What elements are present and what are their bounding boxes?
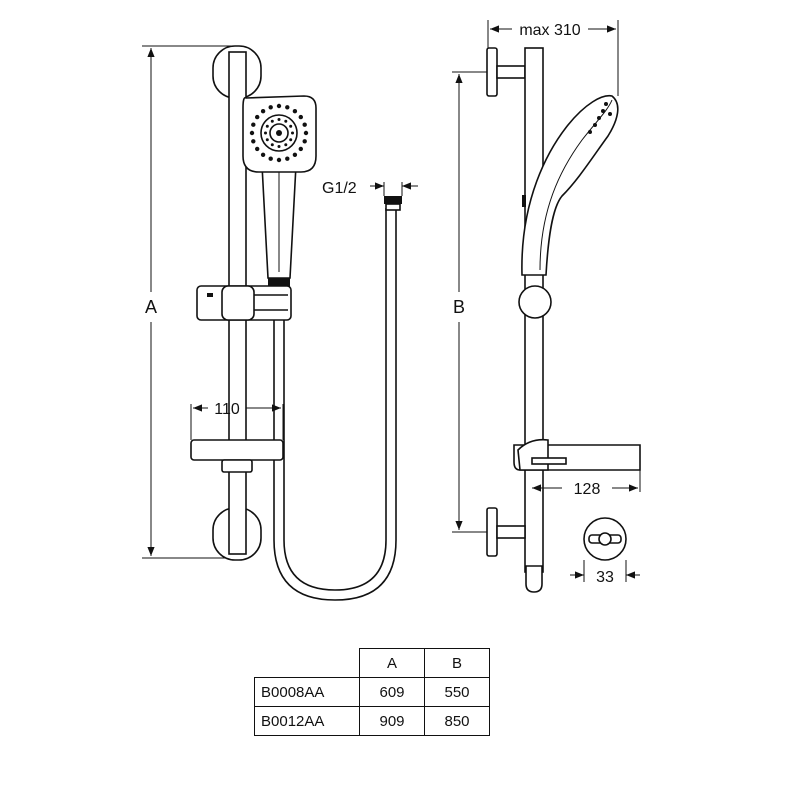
value-b-cell: 850 [424,706,490,736]
column-header-b: B [424,648,490,678]
front-view: A [142,45,418,601]
hand-shower [242,95,317,288]
nozzle-dot [303,130,309,136]
table-header-row: A B [254,648,490,678]
soap-shelf: 110 [190,401,284,473]
dimension-a-label: A [145,297,157,317]
slide-holder-knob [518,285,552,319]
nozzle-dot [265,124,269,128]
table-row: B0012AA 909 850 [254,706,490,736]
bottom-wall-bracket-side [486,507,526,557]
nozzle-dot [289,138,293,142]
dimension-table: A B B0008AA 609 550 B0012AA 909 850 [254,648,490,736]
nozzle-dot [251,122,256,127]
nozzle-dot [302,139,307,144]
nozzle-dot [285,156,290,161]
nozzle-dot [265,138,269,142]
nozzle-dot [255,114,260,120]
nozzle-dot [292,152,298,157]
value-a-cell: 609 [359,677,425,707]
hose-outlet [525,565,543,593]
column-header-a: A [359,648,425,678]
table-corner-cell [254,648,360,678]
hose-connector: G1/2 [322,180,418,211]
bracket-cross-section: 33 [570,517,640,586]
shelf-depth-label: 128 [574,481,601,498]
nozzle-dot [276,103,282,109]
soap-shelf-side: 128 [513,438,641,498]
nozzle-dot [284,143,288,147]
nozzle-dot [264,131,267,135]
nozzle-dot [260,152,266,157]
nozzle-dot [298,146,303,152]
top-wall-bracket-side [486,47,526,97]
nozzle-dot [260,109,266,114]
nozzle-dot [277,145,281,148]
nozzle-dot [249,130,255,136]
value-a-cell: 909 [359,706,425,736]
nozzle-dot [277,118,281,121]
nozzle-dot [291,131,294,135]
dimension-max-projection: max 310 [487,20,619,96]
nozzle-dot [270,119,274,123]
shelf-width-label: 110 [214,401,240,418]
nozzle-dot [285,105,290,110]
nozzle-dot [255,146,260,152]
nozzle-dot [270,143,274,147]
nozzle-dot [268,105,273,110]
spray-nozzles [260,114,298,152]
max-projection-label: max 310 [519,22,580,39]
dimension-b-label: B [453,297,465,317]
nozzle-dot [289,124,293,128]
nozzle-dot [284,119,288,123]
nozzle-dot [302,122,307,127]
dimension-a: A [142,45,240,559]
nozzle-dot [298,114,303,120]
slide-holder [196,285,292,321]
hand-shower-side [521,95,619,276]
value-b-cell: 550 [424,677,490,707]
nozzle-dot [251,139,256,144]
dimension-b: B [452,71,488,533]
nozzle-dot [292,109,298,114]
hose-connection-label: G1/2 [322,180,357,197]
side-view: max 310 B [452,20,641,593]
bracket-diameter-label: 33 [596,569,614,586]
model-cell: B0012AA [254,706,360,736]
nozzle-dot [268,156,273,161]
nozzle-dot [276,157,282,163]
table-row: B0008AA 609 550 [254,677,490,707]
shower-hose [273,208,397,601]
model-cell: B0008AA [254,677,360,707]
